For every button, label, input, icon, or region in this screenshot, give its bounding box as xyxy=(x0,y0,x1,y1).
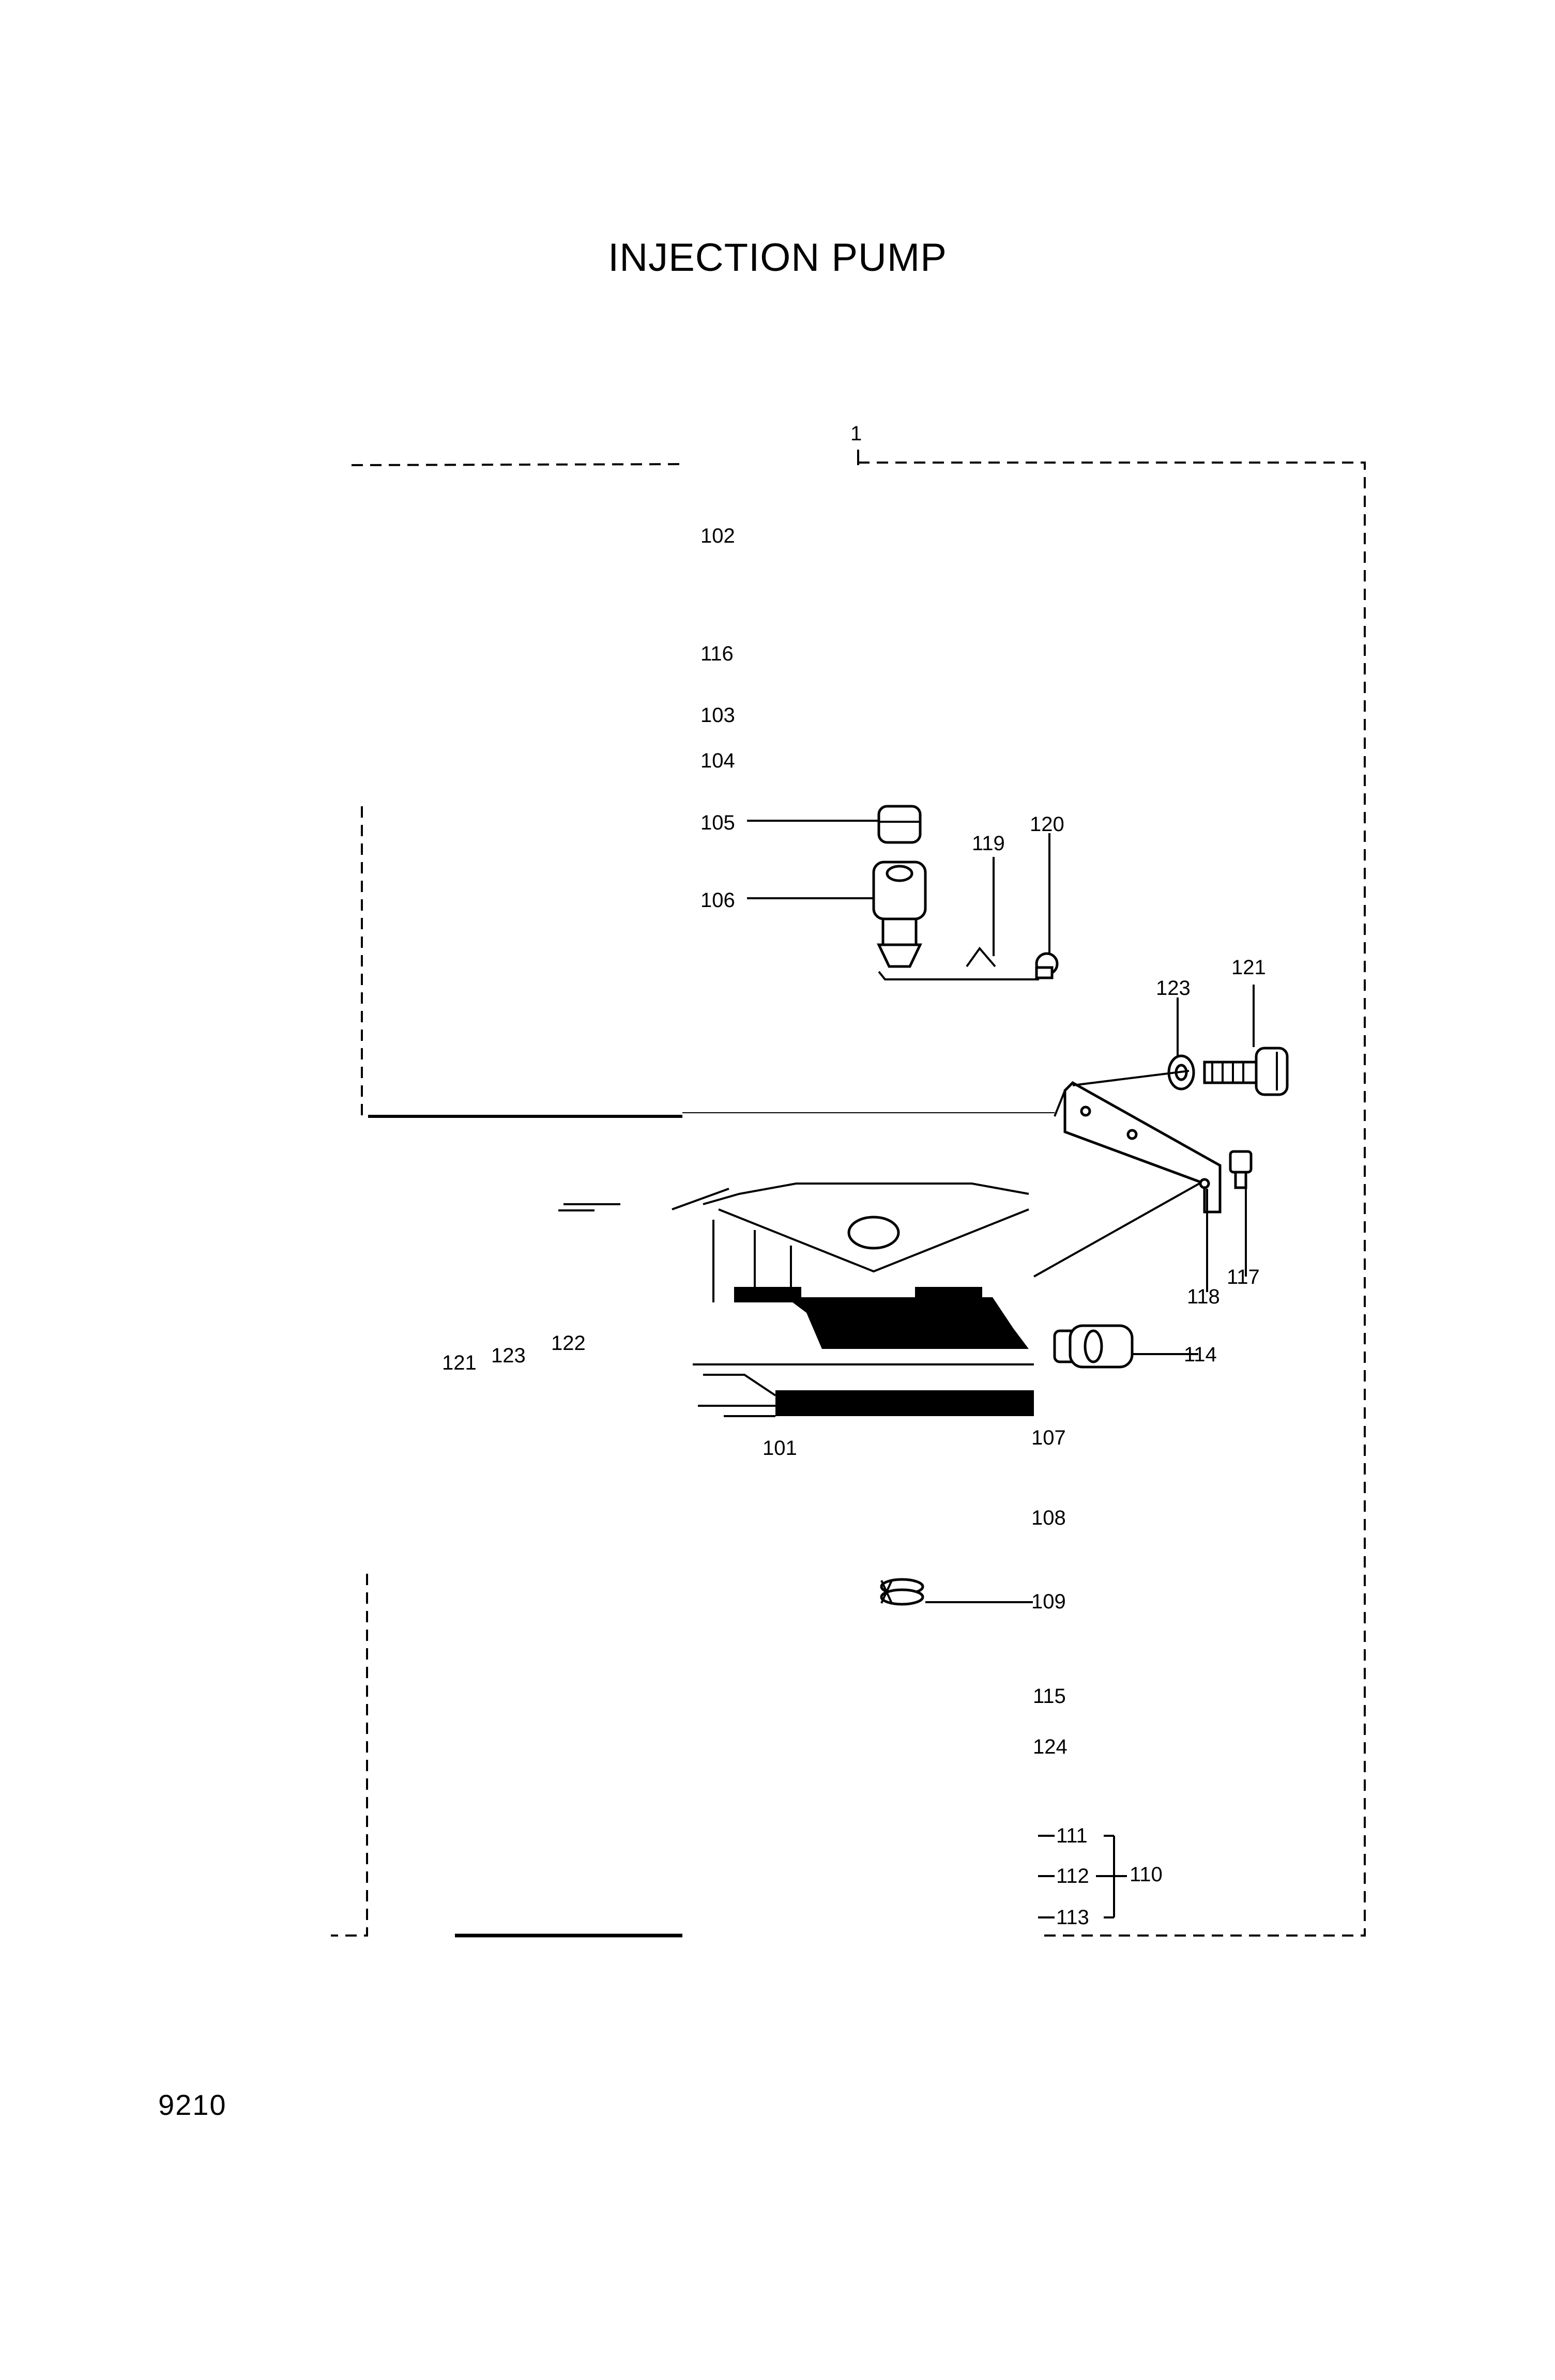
callout-106: 106 xyxy=(700,889,735,912)
callout-113: 113 xyxy=(1056,1906,1089,1929)
callout-108: 108 xyxy=(1031,1507,1066,1529)
page-title: INJECTION PUMP xyxy=(608,236,947,280)
callout-114: 114 xyxy=(1184,1343,1217,1366)
cylinder-part-114 xyxy=(1053,1324,1134,1369)
callout-115: 115 xyxy=(1033,1685,1066,1708)
callout-102: 102 xyxy=(700,525,735,547)
callout-105: 105 xyxy=(700,811,735,834)
callout-107: 107 xyxy=(1031,1426,1066,1449)
pump-body-101 xyxy=(558,1183,1034,1417)
bolt-part-117 xyxy=(1229,1150,1253,1189)
assembly-boundary xyxy=(331,450,1366,1938)
callout-118: 118 xyxy=(1187,1285,1220,1308)
tappet-part-106 xyxy=(872,861,927,968)
callout-111: 111 xyxy=(1056,1824,1088,1847)
pin-part-119 xyxy=(966,946,996,968)
callout-1: 1 xyxy=(850,422,862,445)
callout-121-right: 121 xyxy=(1231,956,1266,979)
screw-part-121 xyxy=(1203,1047,1289,1096)
plunger-part-105 xyxy=(877,805,922,844)
spring-part-109 xyxy=(880,1578,924,1606)
callout-112: 112 xyxy=(1056,1865,1089,1887)
callout-101: 101 xyxy=(763,1437,797,1460)
page-code: 9210 xyxy=(158,2089,227,2121)
leader-lines xyxy=(747,820,1255,1918)
callout-104: 104 xyxy=(700,749,735,772)
callout-121-left: 121 xyxy=(442,1352,477,1374)
callout-116: 116 xyxy=(700,642,734,665)
callout-120: 120 xyxy=(1030,813,1064,836)
callout-122: 122 xyxy=(551,1332,586,1355)
callout-123-left: 123 xyxy=(491,1344,526,1367)
callout-103: 103 xyxy=(700,704,735,727)
bolt-part-120 xyxy=(1035,952,1059,979)
callout-109: 109 xyxy=(1031,1590,1066,1613)
callout-124: 124 xyxy=(1033,1736,1068,1758)
callout-117: 117 xyxy=(1227,1266,1260,1288)
callout-119: 119 xyxy=(972,832,1005,855)
callout-110: 110 xyxy=(1130,1863,1163,1886)
bracket-part-118 xyxy=(1033,1081,1222,1278)
callout-123-right: 123 xyxy=(1156,977,1191,1000)
